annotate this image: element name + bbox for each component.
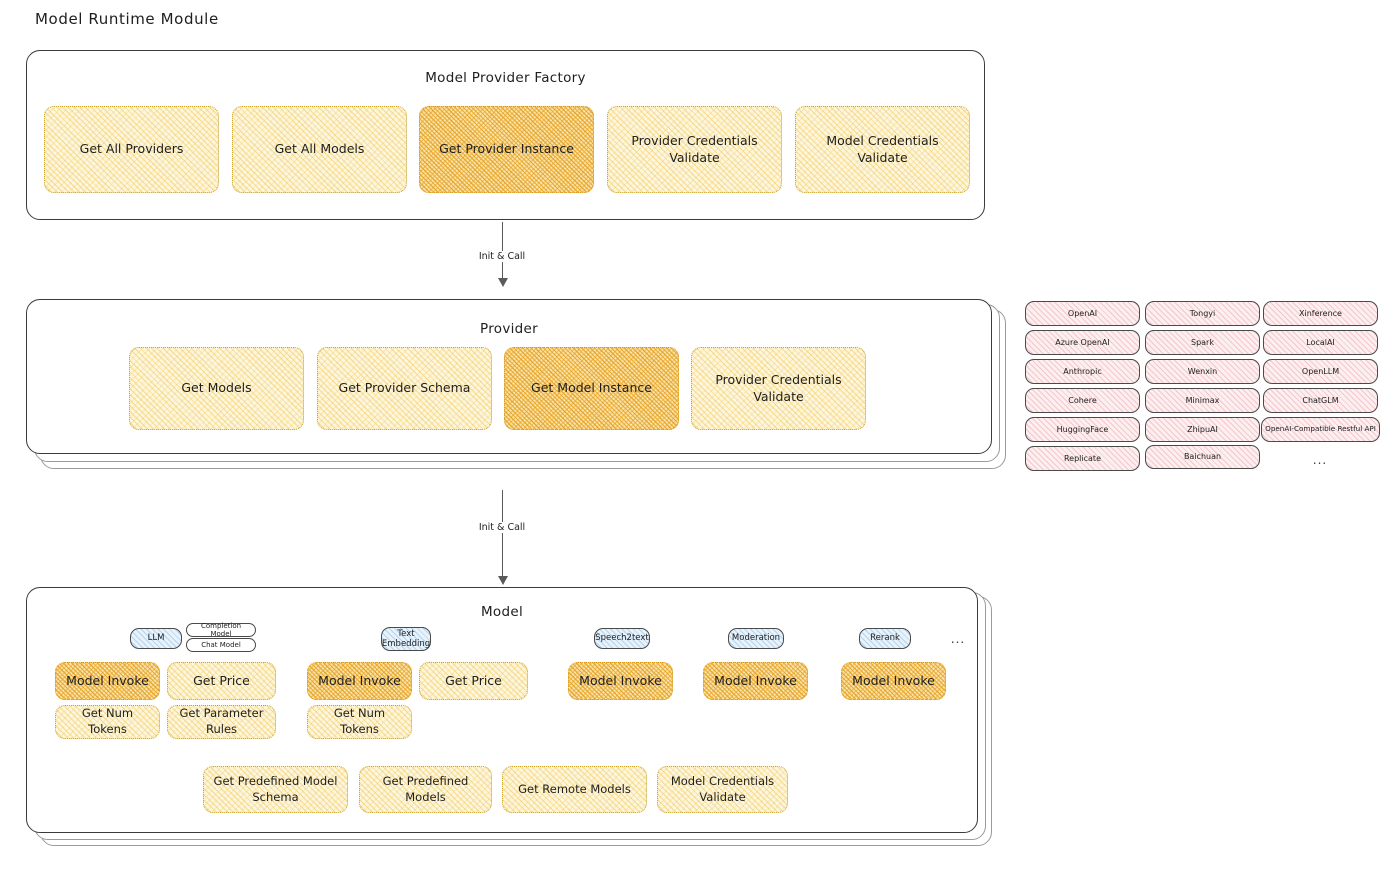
llm-method-model-invoke[interactable]: Model Invoke <box>55 662 160 700</box>
provider-chip-tongyi[interactable]: Tongyi <box>1145 301 1260 326</box>
model-type-pill-moderation[interactable]: Moderation <box>728 628 784 649</box>
model-types-more-ellipsis: ... <box>950 632 966 646</box>
panel-title-model: Model <box>480 604 524 620</box>
factory-box-model-credentials-validate[interactable]: Model Credentials Validate <box>795 106 970 193</box>
provider-chip-openllm[interactable]: OpenLLM <box>1263 359 1378 384</box>
arrow-label-init-and-call-2: Init & Call <box>474 522 530 533</box>
provider-chip-spark[interactable]: Spark <box>1145 330 1260 355</box>
provider-chip-wenxin[interactable]: Wenxin <box>1145 359 1260 384</box>
model-type-pill-speech2text[interactable]: Speech2text <box>594 628 650 649</box>
text-embedding-method-get-price[interactable]: Get Price <box>419 662 528 700</box>
provider-chip-chatglm[interactable]: ChatGLM <box>1263 388 1378 413</box>
model-type-pill-llm[interactable]: LLM <box>130 628 182 649</box>
provider-chip-openai[interactable]: OpenAI <box>1025 301 1140 326</box>
model-shared-method-get-predefined-models[interactable]: Get Predefined Models <box>359 766 492 813</box>
provider-chip-cohere[interactable]: Cohere <box>1025 388 1140 413</box>
provider-list-more-ellipsis: ... <box>1312 453 1328 467</box>
factory-box-get-provider-instance[interactable]: Get Provider Instance <box>419 106 594 193</box>
factory-box-provider-credentials-validate[interactable]: Provider Credentials Validate <box>607 106 782 193</box>
rerank-method-model-invoke[interactable]: Model Invoke <box>841 662 946 700</box>
text-embedding-method-get-num-tokens[interactable]: Get Num Tokens <box>307 705 412 739</box>
provider-box-get-models[interactable]: Get Models <box>129 347 304 430</box>
llm-method-get-parameter-rules[interactable]: Get Parameter Rules <box>167 705 276 739</box>
provider-box-get-provider-schema[interactable]: Get Provider Schema <box>317 347 492 430</box>
text-embedding-method-model-invoke[interactable]: Model Invoke <box>307 662 412 700</box>
provider-box-get-model-instance[interactable]: Get Model Instance <box>504 347 679 430</box>
provider-chip-xinference[interactable]: Xinference <box>1263 301 1378 326</box>
provider-chip-zhipuai[interactable]: ZhipuAI <box>1145 417 1260 442</box>
model-shared-method-get-predefined-model-schema[interactable]: Get Predefined Model Schema <box>203 766 348 813</box>
provider-chip-replicate[interactable]: Replicate <box>1025 446 1140 471</box>
model-shared-method-get-remote-models[interactable]: Get Remote Models <box>502 766 647 813</box>
provider-chip-openai-compatible-restful-api[interactable]: OpenAI-Compatible Restful API <box>1261 417 1380 442</box>
model-shared-method-model-credentials-validate[interactable]: Model Credentials Validate <box>657 766 788 813</box>
arrow-factory-to-provider-head <box>498 278 508 287</box>
arrow-label-init-and-call-1: Init & Call <box>474 251 530 262</box>
factory-box-get-all-models[interactable]: Get All Models <box>232 106 407 193</box>
arrow-provider-to-model-head <box>498 576 508 585</box>
llm-method-get-price[interactable]: Get Price <box>167 662 276 700</box>
moderation-method-model-invoke[interactable]: Model Invoke <box>703 662 808 700</box>
provider-box-provider-credentials-validate[interactable]: Provider Credentials Validate <box>691 347 866 430</box>
model-type-pill-text-embedding[interactable]: Text Embedding <box>381 627 431 651</box>
provider-chip-azure-openai[interactable]: Azure OpenAI <box>1025 330 1140 355</box>
page-title: Model Runtime Module <box>35 10 219 28</box>
llm-method-get-num-tokens[interactable]: Get Num Tokens <box>55 705 160 739</box>
speech2text-method-model-invoke[interactable]: Model Invoke <box>568 662 673 700</box>
provider-chip-huggingface[interactable]: HuggingFace <box>1025 417 1140 442</box>
provider-chip-anthropic[interactable]: Anthropic <box>1025 359 1140 384</box>
panel-title-model-provider-factory: Model Provider Factory <box>425 70 586 86</box>
provider-chip-localai[interactable]: LocalAI <box>1263 330 1378 355</box>
provider-chip-baichuan[interactable]: Baichuan <box>1145 445 1260 469</box>
factory-box-get-all-providers[interactable]: Get All Providers <box>44 106 219 193</box>
model-subtype-pill-completion-model[interactable]: Completion Model <box>186 622 256 638</box>
arrow-provider-to-model-line <box>502 490 504 580</box>
provider-chip-minimax[interactable]: Minimax <box>1145 388 1260 413</box>
model-subtype-pill-chat-model[interactable]: Chat Model <box>186 638 256 652</box>
model-type-pill-rerank[interactable]: Rerank <box>859 628 911 649</box>
panel-title-provider: Provider <box>480 321 538 337</box>
